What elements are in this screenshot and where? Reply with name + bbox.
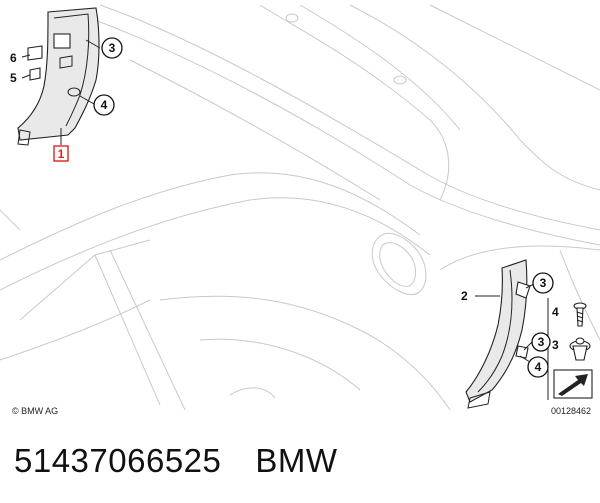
callout-4-right-label: 4 <box>535 360 542 374</box>
callout-3-small-label: 3 <box>538 335 545 349</box>
callout-2-label: 2 <box>461 289 468 303</box>
image-number: 00128462 <box>551 406 591 416</box>
brand-name: BMW <box>255 442 338 479</box>
callout-1-label: 1 <box>58 147 65 161</box>
legend-label-3: 3 <box>552 338 559 352</box>
arrow-icon <box>553 369 593 399</box>
part-number: 51437066525 <box>14 442 222 479</box>
a-pillar-trim-part <box>17 7 100 146</box>
callout-4-right: 4 <box>527 356 549 378</box>
parts-diagram: 6 5 3 4 1 2 3 3 4 4 3 © BMW AG 00128462 <box>0 4 600 416</box>
callout-1-highlighted: 1 <box>53 145 69 162</box>
car-body-outline <box>0 4 600 411</box>
fastener-legend <box>547 298 593 400</box>
callout-4-top-label: 4 <box>101 98 108 112</box>
callout-5: 5 <box>10 71 17 85</box>
callout-2: 2 <box>461 289 468 303</box>
callout-3-top: 3 <box>101 37 123 59</box>
legend-label-4: 4 <box>552 305 559 319</box>
clip-part-5 <box>29 67 41 81</box>
copyright-text: © BMW AG <box>12 406 58 416</box>
callout-3-right: 3 <box>532 272 554 294</box>
rear-view-mirror <box>371 232 427 295</box>
callout-3-top-label: 3 <box>109 41 116 55</box>
callout-3-small: 3 <box>531 332 551 352</box>
clip-parts-5-6 <box>27 45 43 81</box>
clip-part-6 <box>27 45 43 61</box>
legend-4-label: 4 <box>552 305 559 319</box>
trim-clip-recess <box>53 33 71 49</box>
callout-5-label: 5 <box>10 71 17 85</box>
callout-4-top: 4 <box>93 94 115 116</box>
b-pillar-trim-part <box>465 259 531 409</box>
callout-3-right-label: 3 <box>540 276 547 290</box>
expanding-rivet-icon <box>569 337 591 361</box>
callout-6-label: 6 <box>10 51 17 65</box>
legend-3-label: 3 <box>552 338 559 352</box>
callout-6: 6 <box>10 51 17 65</box>
footer-caption: 51437066525 BMW <box>14 442 338 480</box>
screw-icon <box>573 302 587 327</box>
